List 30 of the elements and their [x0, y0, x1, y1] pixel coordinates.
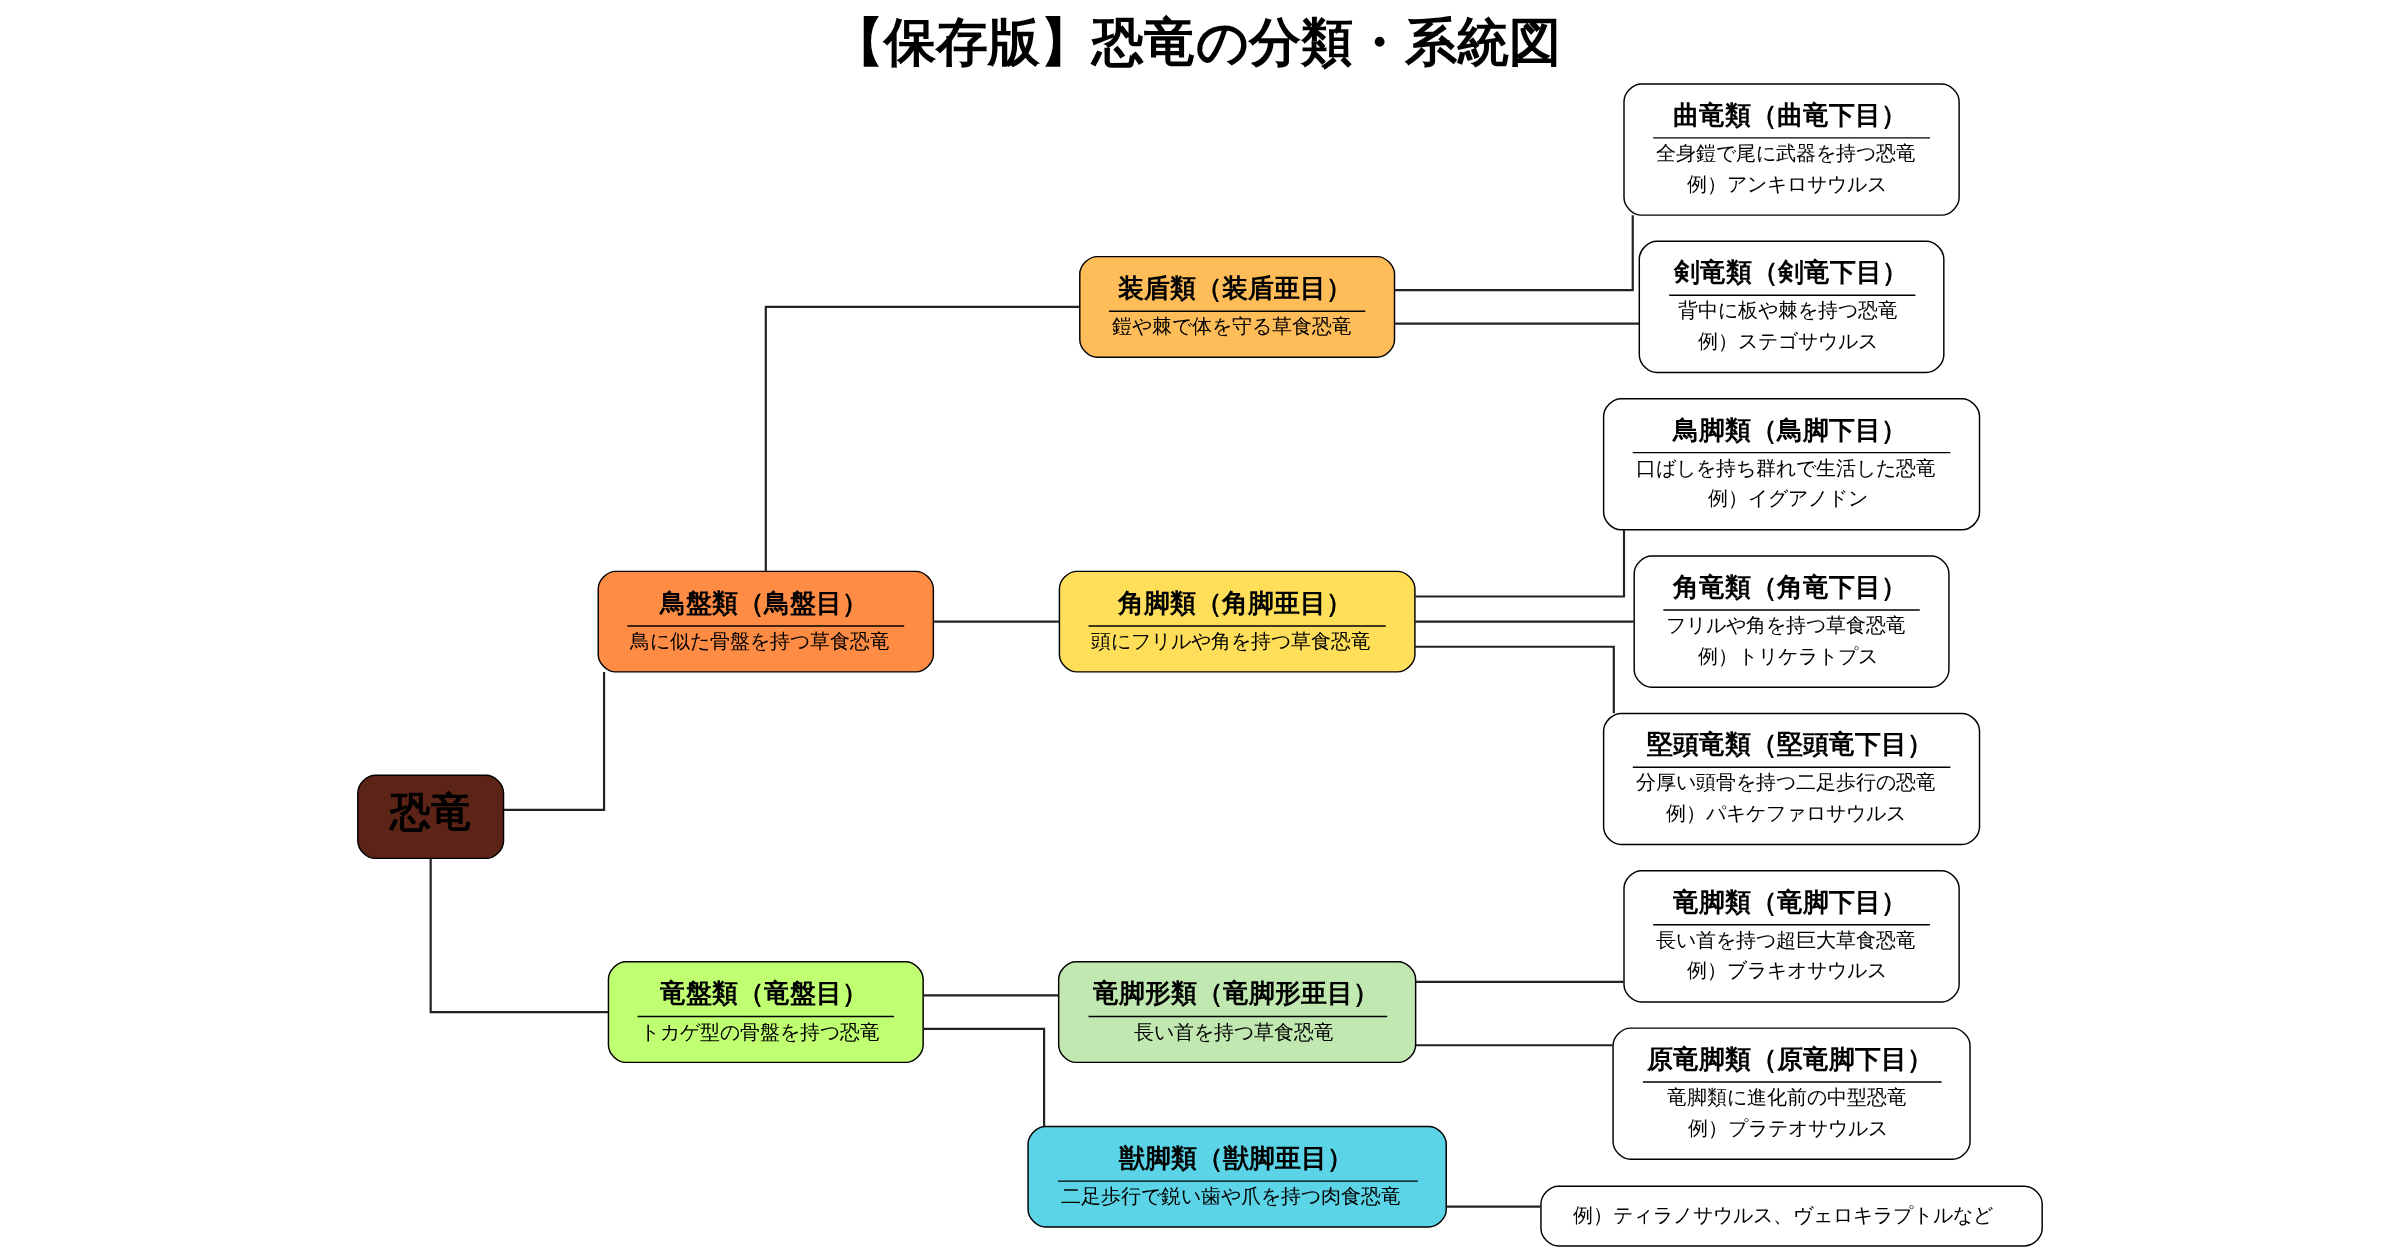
- node-box: 装盾類（装盾亜目） 鎧や棘で体を守る草食恐竜: [1079, 255, 1396, 358]
- connector: [1416, 1044, 1613, 1047]
- connector: [1415, 620, 1634, 623]
- connector: [1416, 980, 1624, 983]
- connector: [923, 994, 1059, 997]
- node-box: 鳥盤類（鳥盤目） 鳥に似た骨盤を持つ草食恐竜: [597, 570, 935, 673]
- connector: [1394, 215, 1634, 292]
- node-box: 曲竜類（曲竜下目） 全身鎧で尾に武器を持つ恐竜 例）アンキロサウルス: [1623, 83, 1960, 216]
- node-box: 鳥脚類（鳥脚下目） 口ばしを持ち群れで生活した恐竜 例）イグアノドン: [1602, 397, 1981, 531]
- connector: [1446, 1205, 1541, 1208]
- connector: [1415, 645, 1615, 714]
- connector: [933, 620, 1060, 623]
- node-box: 獣脚類（獣脚亜目） 二足歩行で鋭い歯や爪を持つ肉食恐竜: [1027, 1125, 1447, 1228]
- connector: [1394, 322, 1640, 325]
- node-box: 竜脚類（竜脚下目） 長い首を持つ超巨大草食恐竜 例）ブラキオサウルス: [1623, 870, 1960, 1003]
- node-box: 竜脚形類（竜脚形亜目） 長い首を持つ草食恐竜: [1057, 961, 1417, 1064]
- node-box: 恐竜: [357, 774, 505, 860]
- node-box: 角脚類（角脚亜目） 頭にフリルや角を持つ草食恐竜: [1058, 570, 1416, 673]
- node-box: 例）ティラノサウルス、ヴェロキラプトルなど: [1540, 1185, 2043, 1247]
- diagram-title: 【保存版】恐竜の分類・系統図: [832, 11, 1562, 73]
- connector: [1415, 530, 1626, 598]
- connector: [503, 672, 606, 812]
- connector: [923, 1027, 1046, 1127]
- connector: [764, 305, 1080, 572]
- node-box: 原竜脚類（原竜脚下目） 竜脚類に進化前の中型恐竜 例）プラテオサウルス: [1612, 1027, 1971, 1160]
- connector: [429, 858, 609, 1014]
- node-box: 剣竜類（剣竜下目） 背中に板や棘を持つ恐竜 例）ステゴサウルス: [1638, 240, 1945, 374]
- node-box: 堅頭竜類（堅頭竜下目） 分厚い頭骨を持つ二足歩行の恐竜 例）パキケファロサウルス: [1602, 712, 1981, 846]
- node-box: 竜盤類（竜盤目） トカゲ型の骨盤を持つ恐竜: [607, 961, 924, 1064]
- node-box: 角竜類（角竜下目） フリルや角を持つ草食恐竜 例）トリケラトプス: [1633, 555, 1950, 688]
